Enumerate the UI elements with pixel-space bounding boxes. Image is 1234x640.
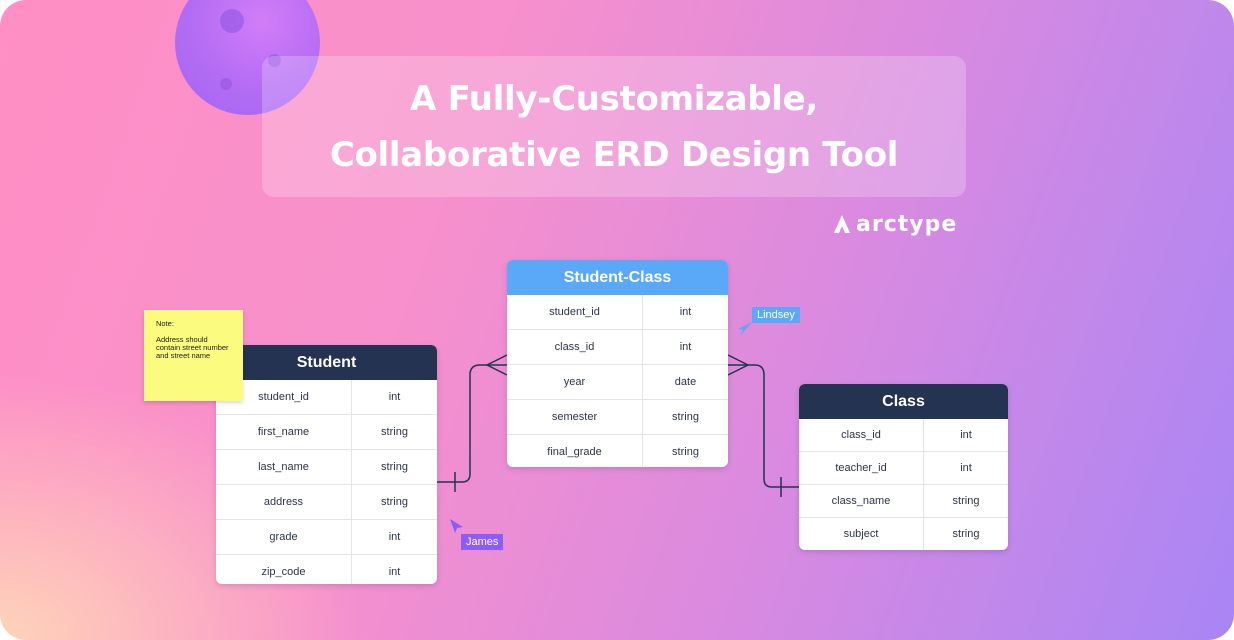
- column-name: year: [507, 365, 643, 399]
- column-name: class_id: [507, 330, 643, 364]
- cursor-arrow-icon: [450, 519, 463, 533]
- column-type: string: [381, 426, 408, 438]
- table-row[interactable]: teacher_id int: [799, 451, 1008, 484]
- crow-foot-studentclass-right: [727, 354, 750, 376]
- table-student-class[interactable]: Student-Class student_id int class_id in…: [507, 260, 728, 467]
- column-type: string: [952, 528, 980, 540]
- table-row[interactable]: first_name string: [216, 414, 437, 449]
- collaborator-label-lindsey: Lindsey: [752, 307, 800, 323]
- brand-logo: arctype: [834, 210, 957, 238]
- table-row[interactable]: grade int: [216, 519, 437, 554]
- table-class-header[interactable]: Class: [799, 384, 1008, 419]
- table-row[interactable]: subject string: [799, 517, 1008, 550]
- collaborator-label-james: James: [461, 534, 504, 550]
- table-row[interactable]: semester string: [507, 399, 728, 434]
- column-type: string: [381, 496, 408, 508]
- column-type: string: [952, 495, 980, 507]
- sticky-note-title: Note:: [156, 319, 174, 328]
- table-row[interactable]: student_id int: [216, 380, 437, 414]
- page-title-line-1: A Fully-Customizable,: [410, 78, 818, 119]
- column-type: int: [679, 306, 692, 318]
- column-type: int: [388, 391, 401, 403]
- column-type: string: [381, 461, 408, 473]
- column-type: string: [672, 411, 699, 423]
- table-student[interactable]: Student student_id int first_name string…: [216, 345, 437, 584]
- decorative-planet: [175, 0, 320, 115]
- column-type: int: [388, 566, 401, 578]
- table-row[interactable]: final_grade string: [507, 434, 728, 467]
- sticky-note[interactable]: Note: Address should contain street numb…: [144, 310, 243, 401]
- studentclass-to-class-line: [728, 364, 799, 488]
- column-name: teacher_id: [799, 452, 924, 484]
- table-student-header[interactable]: Student: [216, 345, 437, 380]
- column-type: int: [679, 341, 692, 353]
- column-name: student_id: [216, 380, 352, 414]
- column-type: string: [672, 446, 699, 458]
- column-name: last_name: [216, 450, 352, 484]
- table-row[interactable]: class_id int: [507, 329, 728, 364]
- table-class[interactable]: Class class_id int teacher_id int class_…: [799, 384, 1008, 550]
- title-card: A Fully-Customizable, Collaborative ERD …: [262, 56, 966, 197]
- column-type: int: [960, 429, 972, 441]
- table-row[interactable]: year date: [507, 364, 728, 399]
- brand-name: arctype: [856, 211, 958, 237]
- table-row[interactable]: last_name string: [216, 449, 437, 484]
- page-title-line-2: Collaborative ERD Design Tool: [329, 134, 899, 175]
- table-row[interactable]: student_id int: [507, 295, 728, 329]
- decorative-dot: [268, 54, 281, 67]
- column-type: date: [674, 376, 697, 388]
- table-row[interactable]: class_id int: [799, 419, 1008, 451]
- table-row[interactable]: zip_code int: [216, 554, 437, 584]
- arctype-logo-icon: [834, 215, 850, 233]
- column-name: student_id: [507, 295, 643, 329]
- decorative-dot: [220, 78, 232, 90]
- table-student-class-header[interactable]: Student-Class: [507, 260, 728, 295]
- crow-foot-studentclass-left: [485, 354, 508, 376]
- column-name: address: [216, 485, 352, 519]
- column-name: zip_code: [216, 555, 352, 584]
- column-name: subject: [799, 518, 924, 550]
- column-name: class_name: [799, 485, 924, 517]
- column-name: class_id: [799, 419, 924, 451]
- table-row[interactable]: class_name string: [799, 484, 1008, 517]
- table-row[interactable]: address string: [216, 484, 437, 519]
- column-name: grade: [216, 520, 352, 554]
- column-name: first_name: [216, 415, 352, 449]
- column-name: semester: [507, 400, 643, 434]
- column-type: int: [388, 531, 401, 543]
- decorative-dot: [220, 9, 244, 33]
- cursor-arrow-icon: [738, 322, 752, 336]
- student-to-studentclass-line: [437, 364, 507, 483]
- sticky-note-body: Address should contain street number and…: [156, 335, 229, 360]
- column-type: int: [960, 462, 972, 474]
- column-name: final_grade: [507, 435, 643, 467]
